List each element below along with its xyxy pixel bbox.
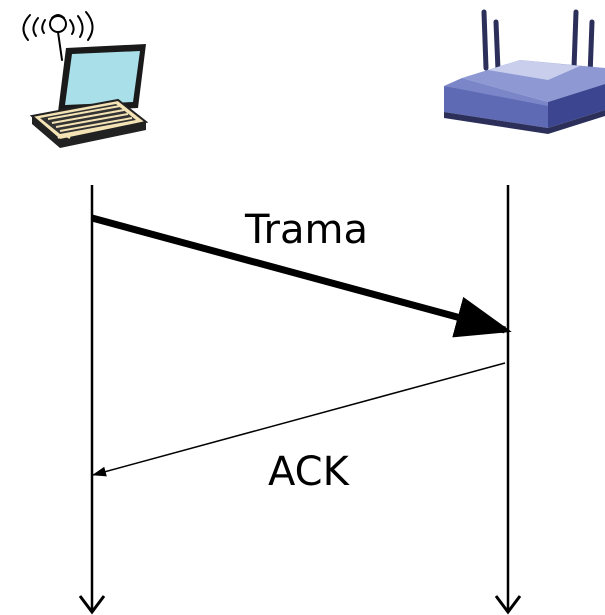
trama-label: Trama xyxy=(244,207,368,253)
wireless-laptop-icon xyxy=(22,11,149,148)
access-point-lifeline-arrowhead xyxy=(494,595,522,615)
trama-message-arrow xyxy=(91,214,512,338)
ack-label: ACK xyxy=(268,449,351,495)
wireless-access-point-icon xyxy=(444,9,605,134)
ack-message-arrow xyxy=(92,362,506,477)
laptop-lifeline-arrowhead xyxy=(78,595,106,615)
